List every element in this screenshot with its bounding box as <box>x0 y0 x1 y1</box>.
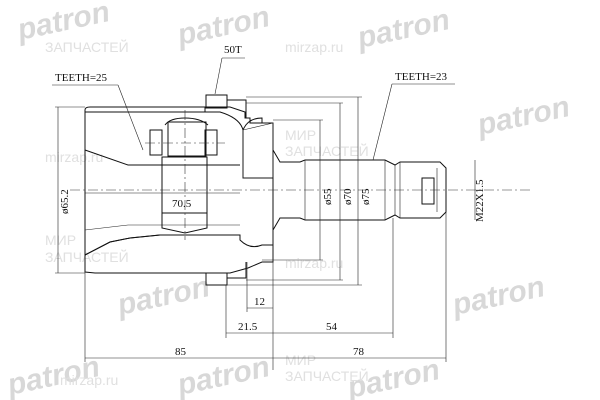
watermark-site: mirzap.ru <box>45 149 103 165</box>
callouts: TEETH=25 50T TEETH=23 <box>52 44 455 161</box>
watermark-shop: МИР <box>45 232 76 248</box>
dimensions: ø65.2 70.5 ø55 ø70 ø75 M22X1.5 12 21.5 5… <box>55 96 486 370</box>
watermarks: patron patron patron patron patron patro… <box>4 0 573 400</box>
watermark-shop: ЗАПЧАСТЕЙ <box>285 142 369 159</box>
dim-diameter-70: ø70 <box>342 188 354 205</box>
watermark-brand: patron <box>474 90 573 142</box>
watermark-brand: patron <box>449 270 548 322</box>
watermark-site: mirzap.ru <box>60 372 118 388</box>
watermark-shop: МИР <box>285 352 316 368</box>
watermark-brand: patron <box>114 270 213 322</box>
dim-85: 85 <box>175 346 187 358</box>
tripod-roller <box>145 110 225 240</box>
watermark-site: mirzap.ru <box>285 39 343 55</box>
label-teeth-25: TEETH=25 <box>55 72 108 84</box>
label-teeth-23: TEETH=23 <box>395 71 448 83</box>
abs-ring-50t <box>205 94 247 286</box>
watermark-shop: ЗАПЧАСТЕЙ <box>45 248 129 265</box>
watermark-shop: ЗАПЧАСТЕЙ <box>45 38 129 55</box>
label-50t: 50T <box>224 44 242 56</box>
dim-54: 54 <box>326 321 338 333</box>
dim-78: 78 <box>353 346 365 358</box>
dim-70-5: 70.5 <box>172 198 192 210</box>
dim-diameter-55: ø55 <box>322 188 334 205</box>
watermark-brand: patron <box>354 3 453 55</box>
watermark-shop: МИР <box>285 127 316 143</box>
dim-diameter-75: ø75 <box>360 188 372 205</box>
dim-thread: M22X1.5 <box>474 179 486 222</box>
dim-21-5: 21.5 <box>238 321 258 333</box>
dim-housing-diameter: ø65.2 <box>59 189 71 214</box>
watermark-site: mirzap.ru <box>285 255 343 271</box>
watermark-shop: ЗАПЧАСТЕЙ <box>285 367 369 384</box>
dim-12: 12 <box>254 296 265 308</box>
watermark-brand: patron <box>174 350 273 400</box>
